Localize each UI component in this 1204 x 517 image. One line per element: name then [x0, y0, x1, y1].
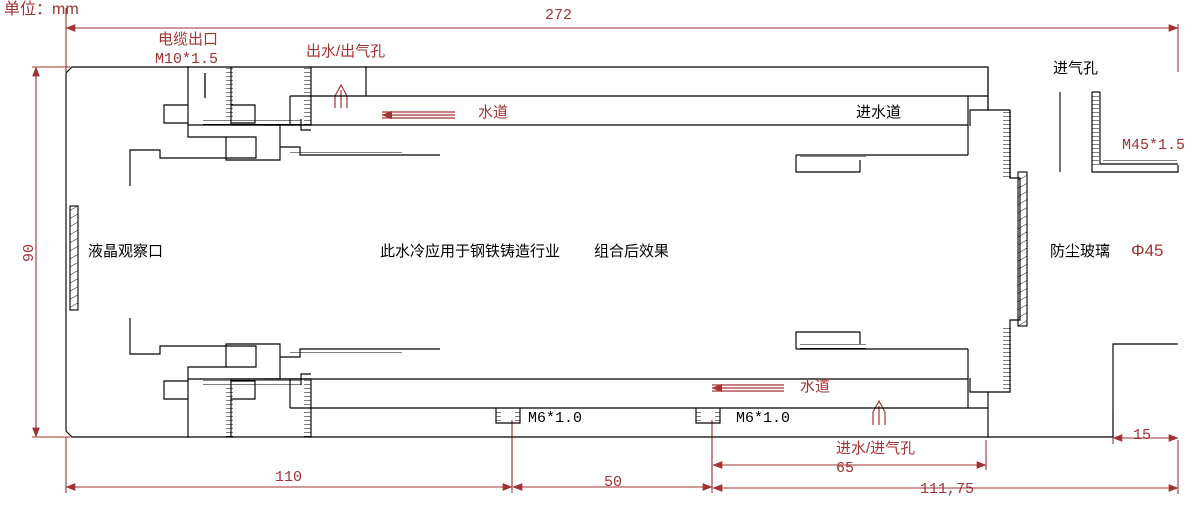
dust-glass-element	[1017, 171, 1028, 327]
dim-overall-height: 90	[21, 243, 38, 262]
label-cable-outlet: 电缆出口	[158, 31, 219, 48]
label-m6-left: M6*1.0	[528, 410, 583, 427]
label-water-inlet-channel: 进水道	[856, 104, 902, 121]
internal-geometry-top	[129, 67, 1011, 186]
internal-geometry-bottom	[129, 318, 1178, 438]
dim-110: 110	[275, 469, 303, 486]
flow-arrows	[334, 83, 886, 425]
note-assembly: 组合后效果	[594, 243, 670, 260]
lcd-window-element	[69, 205, 79, 311]
dim-50: 50	[604, 474, 623, 491]
label-dust-glass: 防尘玻璃	[1050, 243, 1111, 260]
label-m45-thread: M45*1.5	[1122, 137, 1186, 154]
dim-111-75: 111,75	[920, 481, 975, 498]
dim-overall-length: 272	[545, 7, 573, 24]
label-water-air-outlet: 出水/出气孔	[306, 43, 386, 60]
label-m6-right: M6*1.0	[736, 410, 791, 427]
label-water-channel-bottom: 水道	[800, 378, 831, 395]
label-water-air-inlet: 进水/进气孔	[836, 440, 916, 457]
part-outline-main	[65, 66, 1021, 438]
dimension-lines	[32, 8, 1179, 494]
units-note: 单位：mm	[4, 1, 79, 18]
m45-part	[1059, 91, 1179, 173]
label-water-channel-top: 水道	[478, 104, 509, 121]
label-cable-outlet-thread: M10*1.5	[155, 51, 219, 68]
label-dust-glass-diameter: Φ45	[1131, 241, 1164, 260]
note-industry: 此水冷应用于钢铁铸造行业	[380, 243, 561, 260]
dim-65: 65	[836, 460, 855, 477]
label-air-inlet: 进气孔	[1053, 60, 1099, 77]
dim-15: 15	[1133, 427, 1152, 444]
label-lcd-window: 液晶观察口	[88, 243, 164, 260]
